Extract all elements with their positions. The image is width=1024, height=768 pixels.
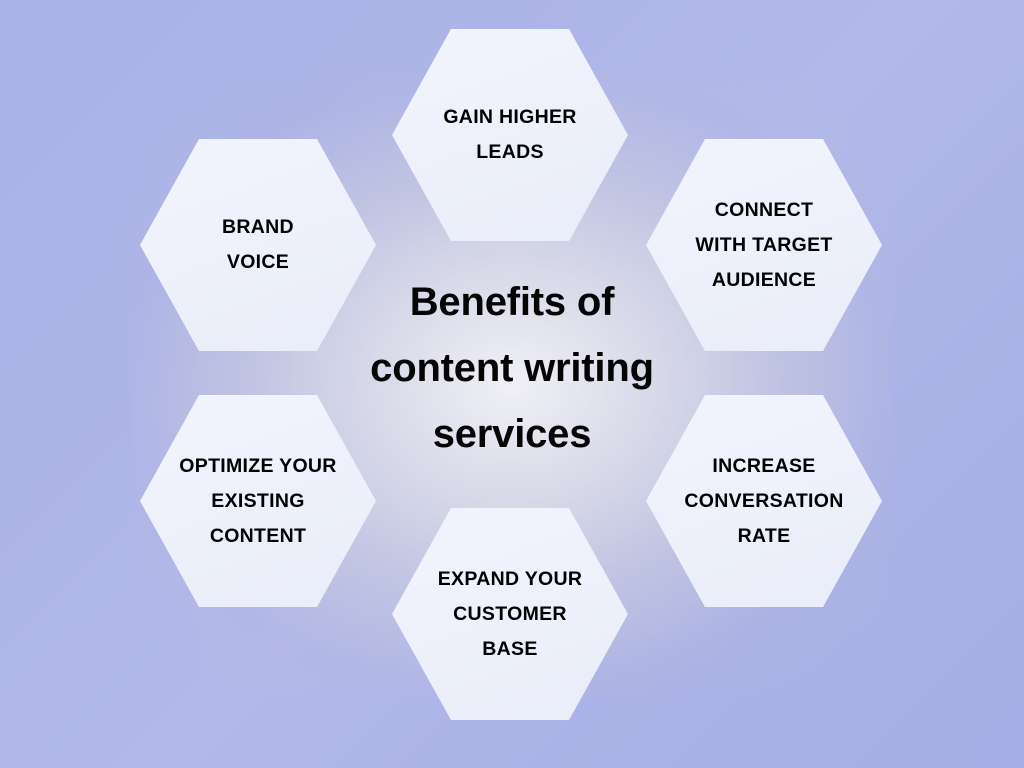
- page-title: Benefits of content writing services: [370, 280, 654, 456]
- hexagon-label-brand-voice: Brand Voice: [222, 216, 294, 273]
- hexagon-brand-voice[interactable]: Brand Voice: [140, 139, 376, 351]
- hexagon-label-connect-with-target-audience: Connect With Target Audience: [695, 198, 833, 291]
- hexagon-label-expand-your-customer-base: Expand Your Customer Base: [437, 567, 583, 660]
- hexagon-label-optimize-your-existing-content: Optimize Your Existing Content: [179, 454, 337, 547]
- hexagon-label-increase-conversation-rate: Increase Conversation Rate: [684, 454, 844, 547]
- hexagon-label-gain-higher-leads: Gain Higher Leads: [443, 106, 577, 163]
